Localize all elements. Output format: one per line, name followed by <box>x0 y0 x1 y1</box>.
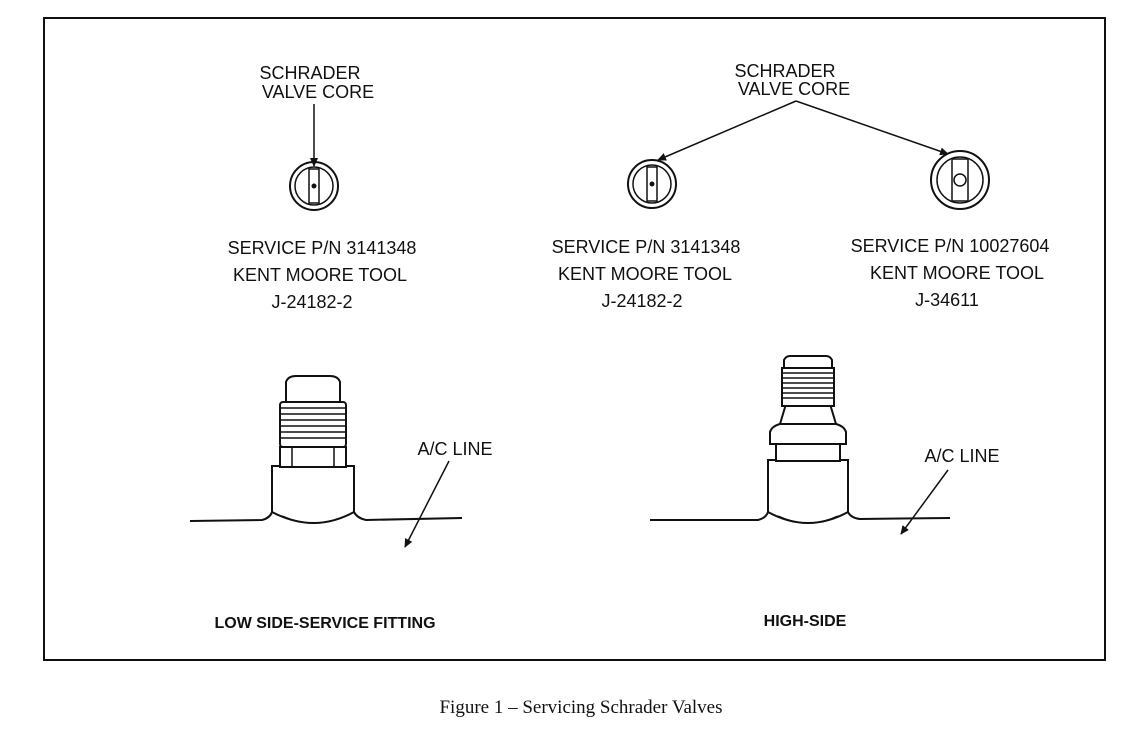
left-tool-number: J-24182-2 <box>271 292 352 312</box>
figure-caption: Figure 1 – Servicing Schrader Valves <box>439 697 722 718</box>
right-part-a-tool-label: KENT MOORE TOOL <box>558 264 732 284</box>
right-valve-core-b-icon <box>930 150 990 210</box>
right-callout-line-2: VALVE CORE <box>738 79 850 99</box>
right-part-b-tool-label: KENT MOORE TOOL <box>870 263 1044 283</box>
right-valve-core-a-icon <box>627 159 677 209</box>
right-line-label: A/C LINE <box>924 446 999 466</box>
left-valve-core-icon <box>289 161 339 211</box>
figure-frame <box>43 17 1106 661</box>
left-line-arrow <box>404 460 450 548</box>
left-fitting-title: LOW SIDE-SERVICE FITTING <box>214 615 435 632</box>
left-callout-line-2: VALVE CORE <box>262 82 374 102</box>
right-callout-line-1: SCHRADER <box>734 61 835 81</box>
high-side-fitting-icon <box>650 355 951 524</box>
left-line-label: A/C LINE <box>417 439 492 459</box>
right-part-a-number: SERVICE P/N 3141348 <box>552 237 741 257</box>
left-tool-label: KENT MOORE TOOL <box>233 265 407 285</box>
right-part-b-tool-number: J-34611 <box>915 290 979 310</box>
right-part-a-tool-number: J-24182-2 <box>601 291 682 311</box>
right-part-b-number: SERVICE P/N 10027604 <box>851 236 1050 256</box>
left-callout-line-1: SCHRADER <box>259 63 360 83</box>
right-callout-arrow-left <box>657 100 797 161</box>
left-part-number: SERVICE P/N 3141348 <box>228 238 417 258</box>
right-line-arrow <box>900 469 949 535</box>
right-callout-arrow-right <box>795 100 949 156</box>
low-side-fitting-icon <box>189 375 463 524</box>
right-fitting-title: HIGH-SIDE <box>764 613 847 630</box>
